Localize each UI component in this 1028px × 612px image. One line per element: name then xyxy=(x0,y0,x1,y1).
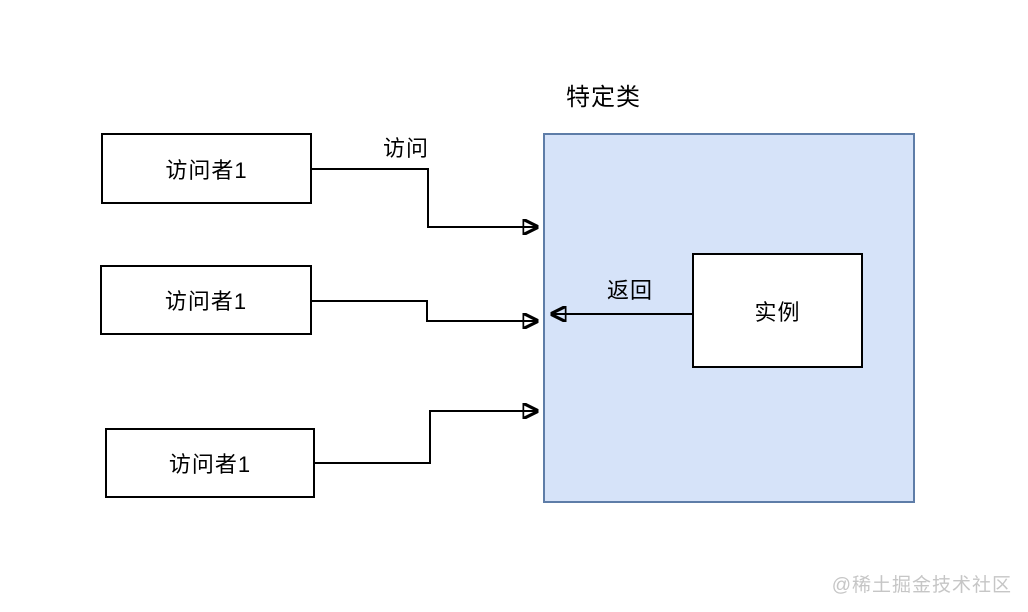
instance-box-label: 实例 xyxy=(754,299,801,325)
arrow-visitor1-to-class xyxy=(312,168,537,227)
instance-box: 实例 xyxy=(692,253,863,368)
visitor-box-1: 访问者1 xyxy=(101,133,312,204)
arrow-visitor3-to-class xyxy=(315,411,537,464)
arrow-visitor2-to-class xyxy=(312,300,537,321)
visitor-box-3: 访问者1 xyxy=(105,428,315,498)
visitor-box-2: 访问者1 xyxy=(100,265,312,335)
access-edge-label: 访问 xyxy=(382,136,429,161)
return-edge-label: 返回 xyxy=(606,278,653,303)
visitor-box-1-label: 访问者1 xyxy=(165,157,248,183)
watermark-text: @稀土掘金技术社区 xyxy=(831,575,1012,596)
specific-class-title: 特定类 xyxy=(566,84,641,111)
visitor-box-3-label: 访问者1 xyxy=(168,452,252,477)
visitor-box-2-label: 访问者1 xyxy=(164,289,248,314)
